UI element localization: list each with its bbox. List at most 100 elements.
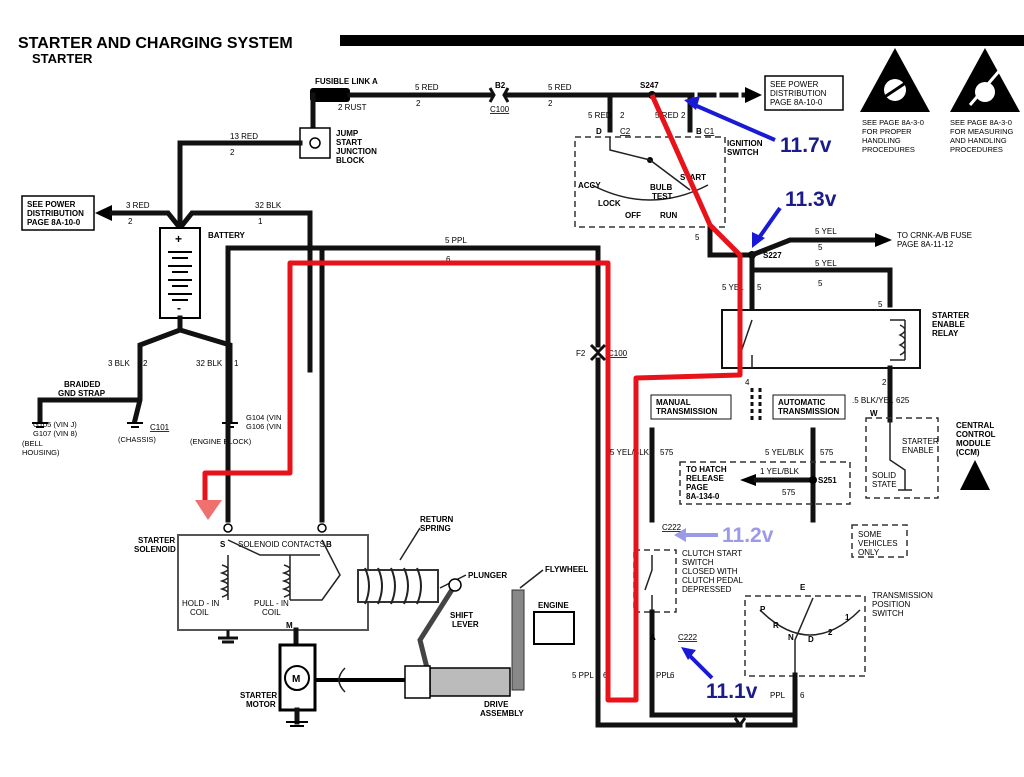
motor-ground-symbol bbox=[286, 721, 308, 727]
ign-feed-wire-b bbox=[649, 92, 693, 133]
ign-out-5: 5 bbox=[695, 233, 700, 242]
battery-ground-wires bbox=[131, 315, 233, 424]
highlight-arrowhead bbox=[195, 500, 222, 520]
trans-n6: 6 bbox=[670, 671, 675, 680]
ign-red5-d: 5 RED bbox=[588, 111, 612, 120]
battery-blk32-wire bbox=[176, 210, 313, 373]
diagram-title: STARTER AND CHARGING SYSTEM bbox=[18, 35, 293, 52]
b2-label: B2 bbox=[495, 81, 506, 90]
relay-n5-b: 5 bbox=[818, 279, 823, 288]
battery-label: BATTERY bbox=[208, 231, 246, 240]
rotation-arrow bbox=[338, 667, 346, 693]
relay-n2: 2 bbox=[882, 378, 887, 387]
red13-num: 2 bbox=[230, 148, 235, 157]
engine-block-label: (ENGINE BLOCK) bbox=[190, 437, 252, 446]
annotation-v2: 11.3v bbox=[785, 188, 837, 211]
starter-solenoid-box bbox=[177, 534, 369, 631]
solenoid-ground bbox=[218, 630, 238, 644]
flywheel-label: FLYWHEEL bbox=[545, 565, 588, 574]
auto-trans-box bbox=[772, 394, 846, 420]
hatch-n575c: 575 bbox=[782, 488, 796, 497]
ccm-esd-icon bbox=[960, 460, 990, 490]
annotation-arrow-1 bbox=[689, 101, 776, 142]
relay-n5-right: 5 bbox=[757, 283, 762, 292]
flywheel bbox=[511, 589, 525, 691]
annotation-arrowhead-1 bbox=[684, 96, 700, 110]
relay-yel5-b: 5 YEL bbox=[815, 259, 837, 268]
starter-enable-relay-box bbox=[721, 309, 921, 369]
red13-wire bbox=[177, 140, 303, 227]
bottom-return-wire bbox=[595, 697, 798, 728]
ign-accy: ACCY bbox=[578, 181, 601, 190]
num2-a: 2 bbox=[416, 99, 421, 108]
braided-strap-wire bbox=[37, 397, 138, 423]
clutch-contact bbox=[644, 555, 653, 610]
engine-box bbox=[533, 611, 575, 645]
flywheel-leader bbox=[519, 569, 544, 589]
hold-in-coil bbox=[219, 555, 229, 600]
g105-label: G105 (VIN J) bbox=[33, 420, 77, 429]
ign-start: START bbox=[680, 173, 706, 182]
ign-b: B bbox=[696, 127, 702, 136]
trans-yel-blk5b: 5 YEL/BLK bbox=[765, 448, 805, 457]
plunger-label: PLUNGER bbox=[468, 571, 507, 580]
num2-b: 2 bbox=[548, 99, 553, 108]
battery-blk3: 3 BLK bbox=[108, 359, 130, 368]
hatch-arrow bbox=[740, 474, 756, 486]
power-dist-arrow bbox=[745, 87, 762, 103]
ign-lever bbox=[609, 137, 691, 191]
highlight-current-path bbox=[202, 93, 743, 703]
fusible-link-label: FUSIBLE LINK A bbox=[315, 77, 378, 86]
trans-ppl: PPL bbox=[656, 671, 672, 680]
s251-splice bbox=[809, 476, 817, 484]
ccm-box bbox=[865, 417, 939, 499]
clutch-to-bottom bbox=[649, 702, 798, 718]
rust-label: 2 RUST bbox=[338, 103, 367, 112]
manual-trans-box bbox=[650, 394, 732, 420]
relay-blk-yel: .5 BLK/YEL bbox=[852, 396, 894, 405]
tps-n: N bbox=[788, 633, 794, 642]
trans-yel-blk5: 5 YEL/BLK bbox=[610, 448, 650, 457]
trans-ppl5: 5 PPL bbox=[572, 671, 594, 680]
solenoid-contacts: SOLENOID CONTACTS bbox=[238, 540, 325, 549]
red5-b: 5 RED bbox=[548, 83, 572, 92]
chassis-label: (CHASSIS) bbox=[118, 435, 156, 444]
to-crnk-arrow bbox=[875, 233, 892, 247]
battery-plus: + bbox=[175, 232, 182, 246]
trans-split-dashes bbox=[750, 388, 762, 420]
tps-r: R bbox=[773, 621, 779, 630]
ign-off: OFF bbox=[625, 211, 641, 220]
c222-top: C222 bbox=[662, 523, 682, 532]
some-vehicles-box bbox=[851, 524, 908, 558]
ccm-switch bbox=[889, 420, 912, 491]
trans-a: A bbox=[650, 633, 656, 642]
relay-coil bbox=[890, 319, 906, 361]
esd-slash-right bbox=[968, 69, 1002, 106]
return-spring-leader bbox=[399, 527, 421, 561]
ign-lock: LOCK bbox=[598, 199, 621, 208]
title-bar bbox=[340, 35, 1024, 46]
ign-run: RUN bbox=[660, 211, 678, 220]
tps-n6c: 6 bbox=[800, 691, 805, 700]
ign-c2: C2 bbox=[620, 127, 631, 136]
battery-num1: 1 bbox=[258, 217, 263, 226]
power-dist-box-left bbox=[21, 195, 95, 231]
tps-p: P bbox=[760, 605, 766, 614]
